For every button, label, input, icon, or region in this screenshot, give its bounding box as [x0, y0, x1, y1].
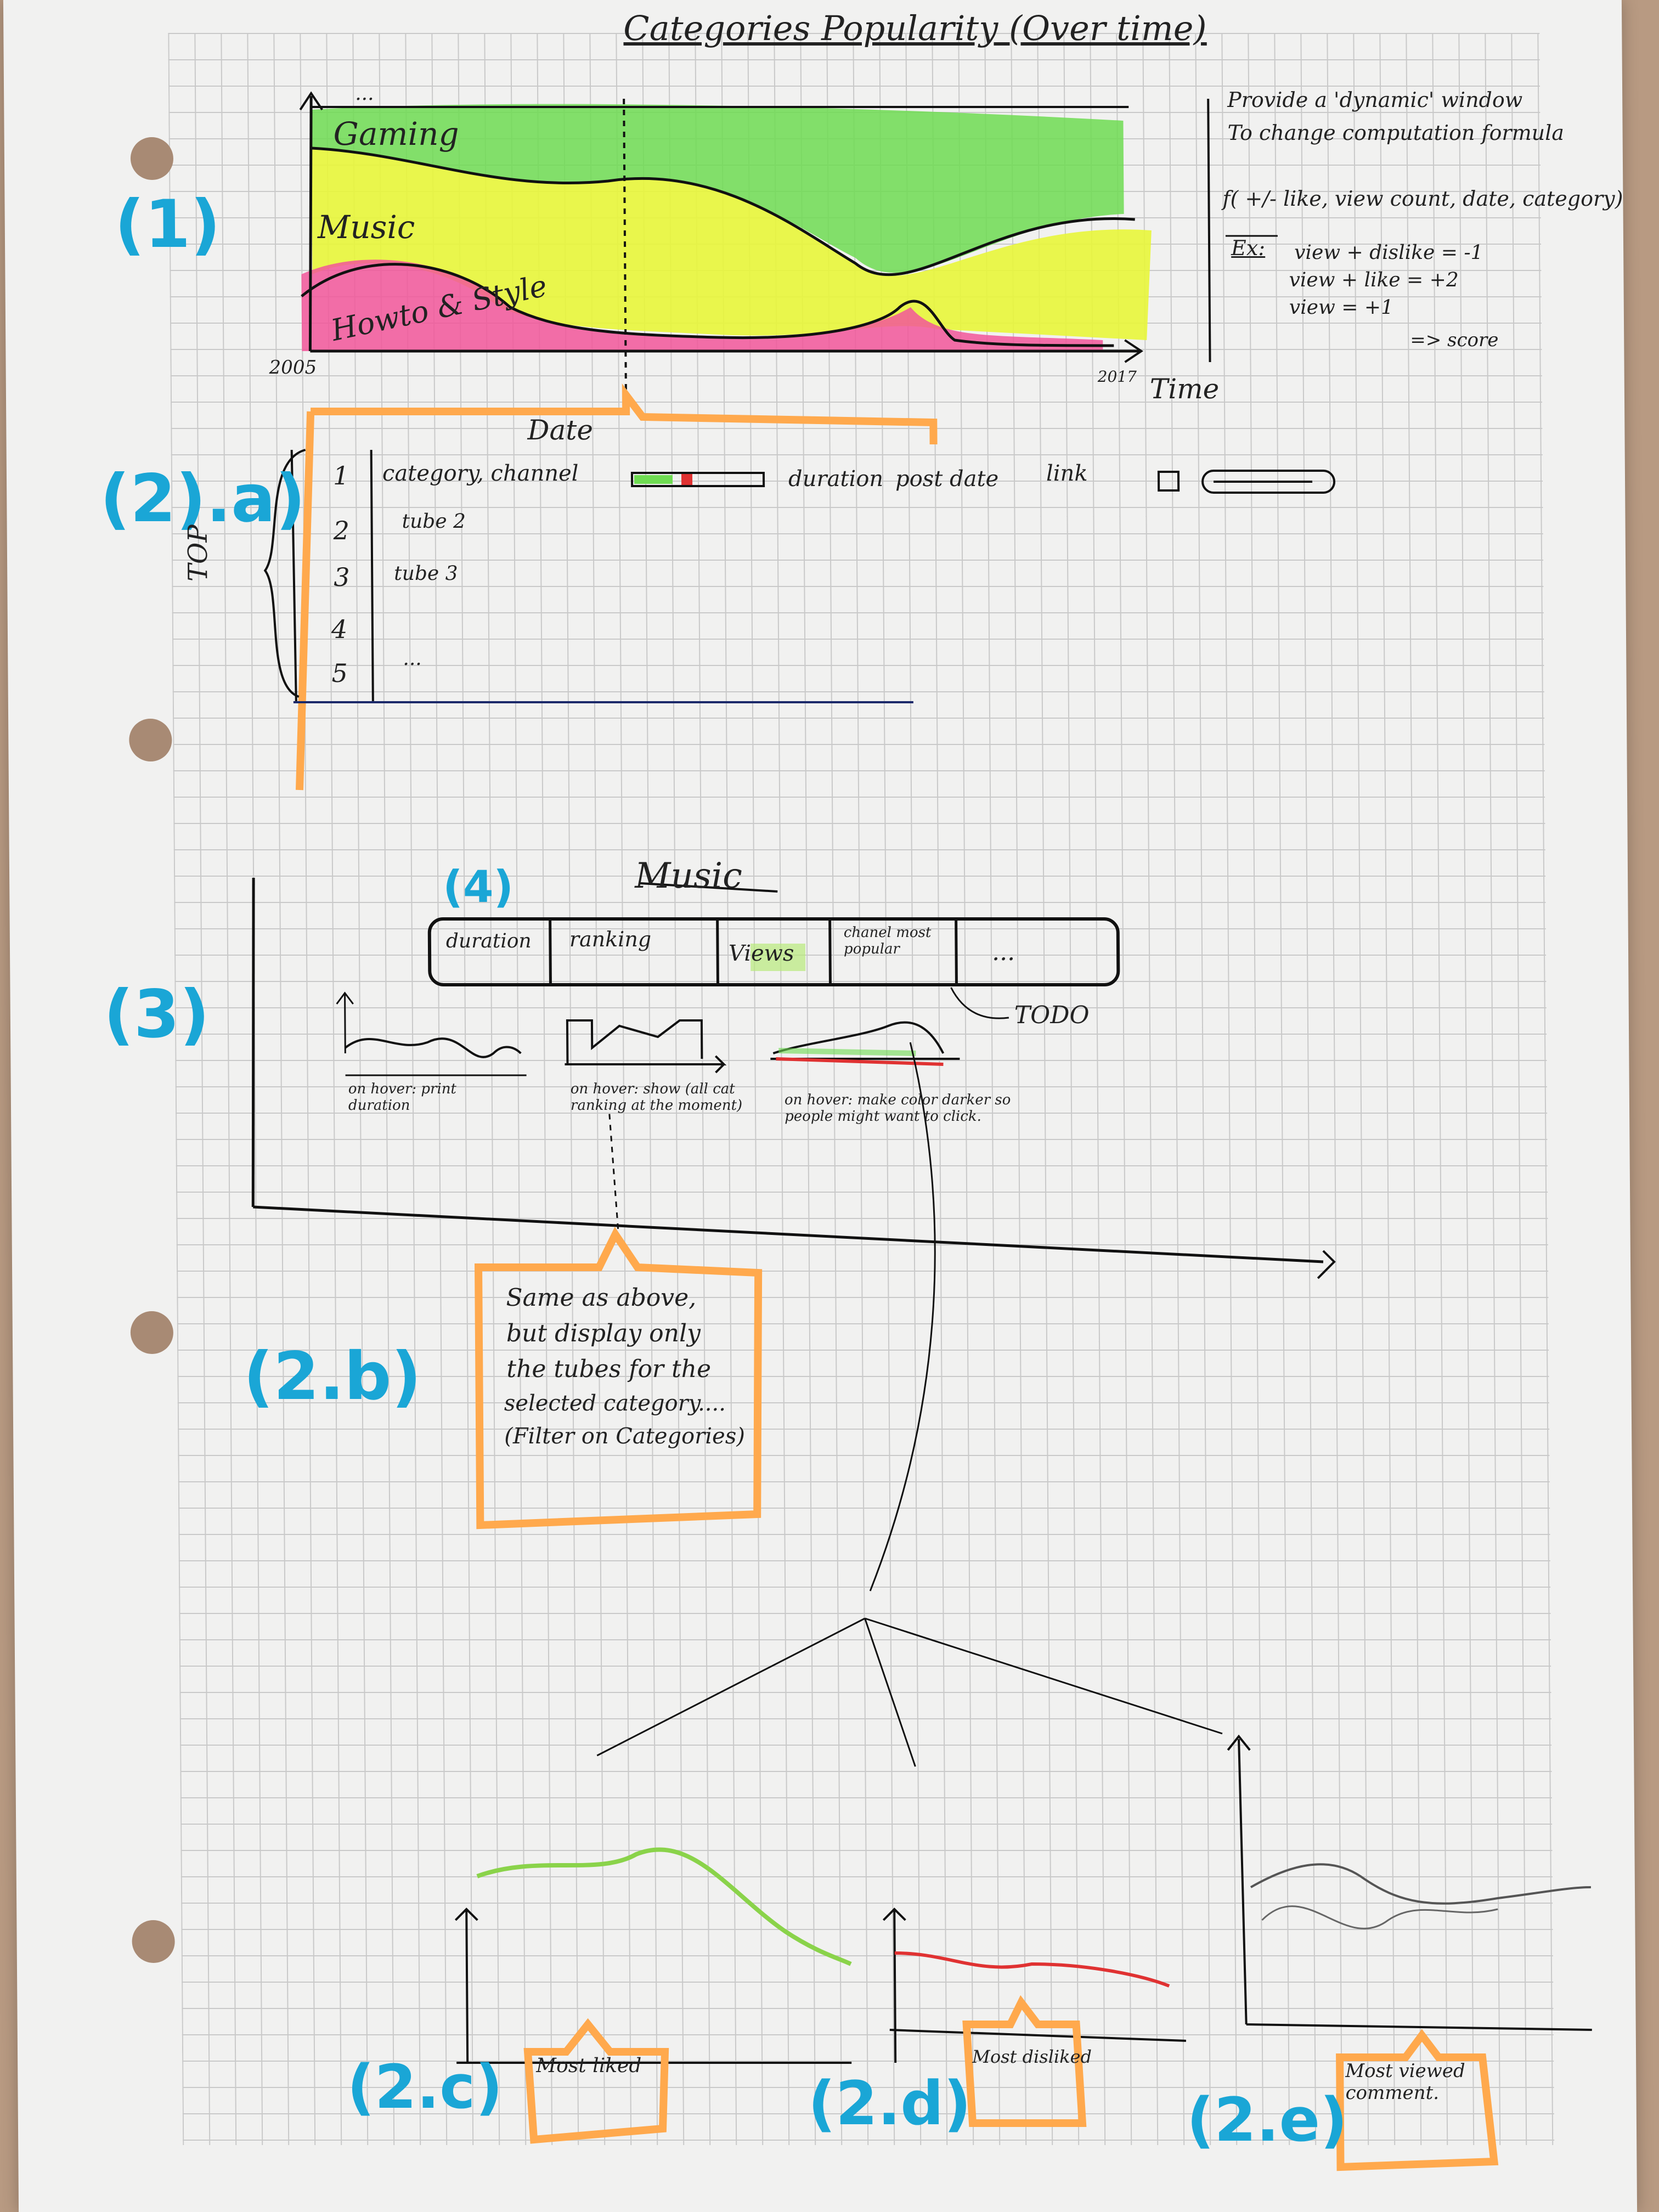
row-number: 3: [334, 562, 350, 592]
hover-note: on hover: print duration: [348, 1081, 457, 1114]
score-note: => score: [1410, 329, 1499, 351]
todo-label: TODO: [1014, 1001, 1090, 1029]
page-title: Categories Popularity (Over time): [623, 8, 1207, 48]
hover-note: on hover: show (all cat ranking at the m…: [570, 1081, 743, 1114]
example-line: view = +1: [1289, 296, 1394, 319]
series-label-gaming: Gaming: [333, 115, 459, 153]
section-label-3: (3): [103, 977, 210, 1053]
tab-views[interactable]: Views: [728, 941, 794, 966]
tab-channel-most-popular[interactable]: chanel most popular: [843, 924, 932, 957]
row-number: 2: [333, 516, 350, 545]
example-label: Ex:: [1231, 236, 1266, 260]
x-axis-label: Time: [1149, 373, 1220, 405]
tab-more[interactable]: ...: [991, 938, 1015, 966]
chart-ellipsis: ...: [354, 82, 374, 105]
x-end-label: 2017: [1097, 368, 1137, 386]
example-line: view + like = +2: [1289, 269, 1459, 291]
row-number: 5: [331, 658, 348, 688]
music-area: [311, 148, 1152, 340]
table-header-date: Date: [527, 414, 594, 446]
side-note-line: To change computation formula: [1227, 121, 1565, 145]
most-liked-label: Most liked: [536, 2055, 642, 2077]
row-text: category, channel: [382, 461, 579, 486]
section-label-2d: (2.d): [808, 2068, 972, 2138]
example-line: view + dislike = -1: [1294, 241, 1483, 264]
note-box-line: selected category....: [504, 1391, 726, 1416]
row-number: 4: [331, 614, 348, 644]
section-label-1: (1): [114, 187, 221, 263]
most-viewed-comment-label: Most viewed comment.: [1345, 2060, 1465, 2104]
howto-area: [301, 259, 1103, 351]
note-box-line: but display only: [506, 1319, 701, 1347]
side-note-line: f( +/- like, view count, date, category): [1222, 187, 1623, 211]
column-post-date: post date: [895, 466, 999, 492]
x-start-label: 2005: [269, 357, 317, 379]
note-box-line: Same as above,: [506, 1284, 697, 1312]
top-label: TOP: [182, 524, 214, 582]
tab-duration[interactable]: duration: [445, 930, 532, 952]
note-box-line: (Filter on Categories): [504, 1424, 746, 1449]
section-label-4: (4): [442, 861, 514, 912]
column-link: link: [1046, 461, 1088, 486]
gaming-area: [311, 104, 1124, 273]
sketch-drawings: [251, 91, 1592, 2171]
section-label-2b: (2.b): [242, 1339, 422, 1415]
row-text: tube 2: [402, 510, 466, 533]
notebook-page: Categories Popularity (Over time) ... Ga…: [3, 0, 1638, 2212]
column-duration: duration: [788, 466, 884, 492]
row-text: ...: [403, 647, 422, 670]
hover-note: on hover: make color darker so people mi…: [784, 1092, 1011, 1125]
row-number: 1: [332, 461, 349, 490]
series-label-music: Music: [317, 208, 415, 246]
row-text: tube 3: [394, 562, 458, 585]
note-box-line: the tubes for the: [506, 1355, 712, 1383]
section-label-2e: (2.e): [1186, 2085, 1348, 2155]
music-panel-title: Music: [634, 856, 743, 896]
most-disliked-label: Most disliked: [972, 2046, 1092, 2067]
section-label-2c: (2.c): [347, 2052, 504, 2122]
side-note-line: Provide a 'dynamic' window: [1227, 88, 1523, 112]
tab-ranking[interactable]: ranking: [569, 927, 652, 951]
